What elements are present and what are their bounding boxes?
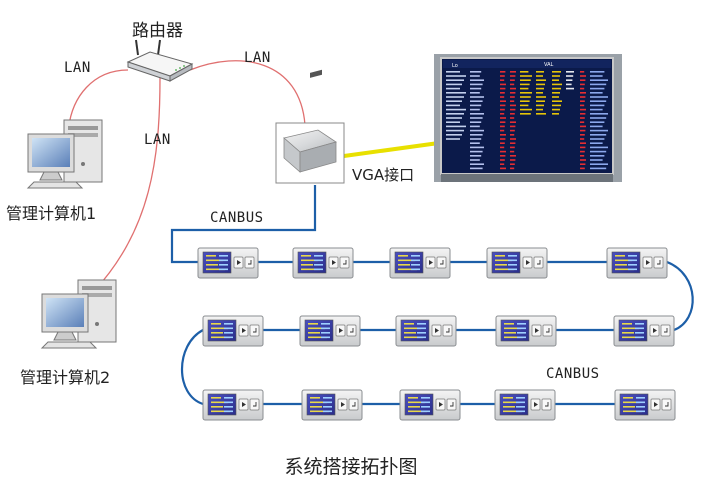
computer-2-icon xyxy=(40,279,117,349)
terminal-icon xyxy=(399,389,461,421)
vga-cable xyxy=(343,140,447,158)
lan-label-right: LAN xyxy=(244,50,271,66)
terminal-icon xyxy=(389,247,451,279)
canbus-label-bottom: CANBUS xyxy=(546,366,600,382)
screen-data-rows xyxy=(446,71,608,170)
canbus-label-top: CANBUS xyxy=(210,210,264,226)
terminal-icon xyxy=(486,247,548,279)
terminal-icon xyxy=(299,315,361,347)
vga-label: VGA接口 xyxy=(352,166,415,184)
screen-header-left: Lo xyxy=(452,63,458,69)
terminal-icon xyxy=(202,389,264,421)
display-screen-icon: Lo VAL xyxy=(434,54,622,182)
canbus-cables xyxy=(170,185,694,406)
lan-label-left: LAN xyxy=(64,60,91,76)
lan-label-middle: LAN xyxy=(144,132,171,148)
router-label: 路由器 xyxy=(132,21,183,41)
terminal-icon xyxy=(395,315,457,347)
computer-1-label: 管理计算机1 xyxy=(6,204,97,223)
computer-2-label: 管理计算机2 xyxy=(20,368,111,387)
terminal-icon xyxy=(197,247,259,279)
computer-1-icon xyxy=(26,119,103,189)
screen-header-mid: VAL xyxy=(544,62,554,68)
terminal-icon xyxy=(202,315,264,347)
terminal-icon xyxy=(613,315,675,347)
lan-cables xyxy=(67,60,306,291)
controller-box-icon xyxy=(275,69,345,184)
terminal-icon xyxy=(606,247,668,279)
canbus-drop xyxy=(170,185,317,264)
diagram-caption: 系统搭接拓扑图 xyxy=(284,456,418,478)
terminal-icon xyxy=(614,389,676,421)
terminal-icon xyxy=(495,315,557,347)
terminal-devices xyxy=(197,247,676,421)
lan-cable-router-to-controller xyxy=(189,60,306,126)
terminal-icon xyxy=(292,247,354,279)
lan-cable-router-to-pc2 xyxy=(94,77,161,291)
router-icon xyxy=(126,39,194,82)
terminal-icon xyxy=(494,389,556,421)
terminal-icon xyxy=(301,389,363,421)
